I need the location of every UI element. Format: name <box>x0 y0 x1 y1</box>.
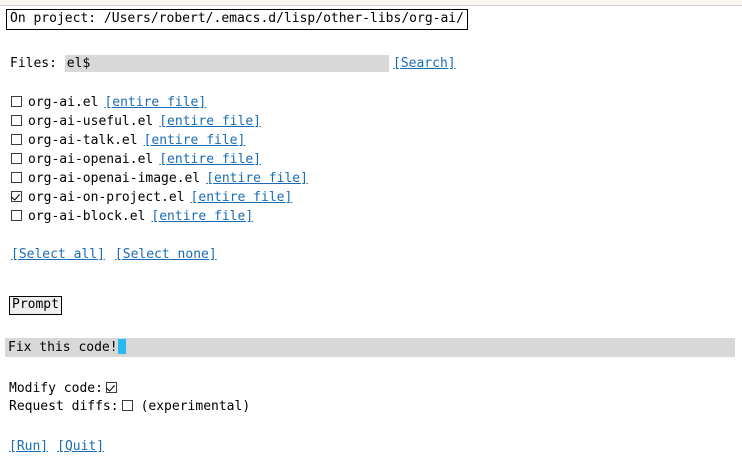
entire-file-link[interactable]: [entire file] <box>151 209 254 224</box>
text-cursor <box>117 339 126 354</box>
file-name: org-ai-openai.el <box>28 152 154 167</box>
files-filter-row: Files: el$ <box>10 55 389 73</box>
project-path-banner: On project: /Users/robert/.emacs.d/lisp/… <box>6 9 468 30</box>
prompt-section-label: Prompt <box>9 296 62 315</box>
files-filter-input[interactable]: el$ <box>64 55 389 72</box>
modify-code-checkbox[interactable] <box>105 382 117 393</box>
list-item[interactable]: org-ai-block.el [entire file] <box>11 207 308 226</box>
entire-file-link[interactable]: [entire file] <box>159 114 261 129</box>
select-all-button[interactable]: [Select all] <box>11 247 105 262</box>
entire-file-link[interactable]: [entire file] <box>104 95 207 110</box>
select-none-button[interactable]: [Select none] <box>114 247 217 262</box>
list-item[interactable]: org-ai-talk.el [entire file] <box>11 131 308 150</box>
request-diffs-option[interactable]: Request diffs: (experimental) <box>9 398 250 415</box>
prompt-input-text: Fix this code! <box>8 340 118 355</box>
file-name: org-ai-on-project.el <box>28 190 185 205</box>
modify-code-label: Modify code: <box>9 381 103 396</box>
prompt-input[interactable]: Fix this code! <box>5 338 735 357</box>
file-name: org-ai-openai-image.el <box>28 171 201 186</box>
file-checkbox[interactable] <box>11 191 22 202</box>
request-diffs-label: Request diffs: <box>9 399 119 414</box>
file-checkbox[interactable] <box>11 134 22 145</box>
file-checkbox[interactable] <box>11 115 22 126</box>
file-checkbox[interactable] <box>11 210 22 221</box>
entire-file-link[interactable]: [entire file] <box>206 171 308 186</box>
org-ai-on-project-buffer: On project: /Users/robert/.emacs.d/lisp/… <box>0 7 742 457</box>
quit-button[interactable]: [Quit] <box>57 439 105 454</box>
entire-file-link[interactable]: [entire file] <box>143 133 246 148</box>
files-filter-label: Files: <box>10 56 57 71</box>
request-diffs-checkbox[interactable] <box>121 400 133 411</box>
entire-file-link[interactable]: [entire file] <box>159 152 261 167</box>
file-list: org-ai.el [entire file] org-ai-useful.el [… <box>11 93 308 226</box>
file-checkbox[interactable] <box>11 153 22 164</box>
request-diffs-note: (experimental) <box>140 399 251 414</box>
file-checkbox[interactable] <box>11 172 22 183</box>
entire-file-link[interactable]: [entire file] <box>190 190 293 205</box>
file-name: org-ai.el <box>28 95 99 110</box>
list-item[interactable]: org-ai-on-project.el [entire file] <box>11 188 308 207</box>
file-checkbox[interactable] <box>11 96 22 107</box>
modify-code-option[interactable]: Modify code: <box>9 380 117 397</box>
frame-top-strip <box>0 0 742 6</box>
list-item[interactable]: org-ai.el [entire file] <box>11 93 308 112</box>
bottom-actions: [Run] [Quit] <box>9 438 113 456</box>
run-button[interactable]: [Run] <box>9 439 49 454</box>
list-item[interactable]: org-ai-useful.el [entire file] <box>11 112 308 131</box>
list-item[interactable]: org-ai-openai.el [entire file] <box>11 150 308 169</box>
list-item[interactable]: org-ai-openai-image.el [entire file] <box>11 169 308 188</box>
search-button[interactable]: [Search] <box>393 56 456 71</box>
file-name: org-ai-talk.el <box>28 133 138 148</box>
selection-actions: [Select all] [Select none] <box>11 246 227 264</box>
file-name: org-ai-block.el <box>28 209 146 224</box>
file-name: org-ai-useful.el <box>28 114 154 129</box>
